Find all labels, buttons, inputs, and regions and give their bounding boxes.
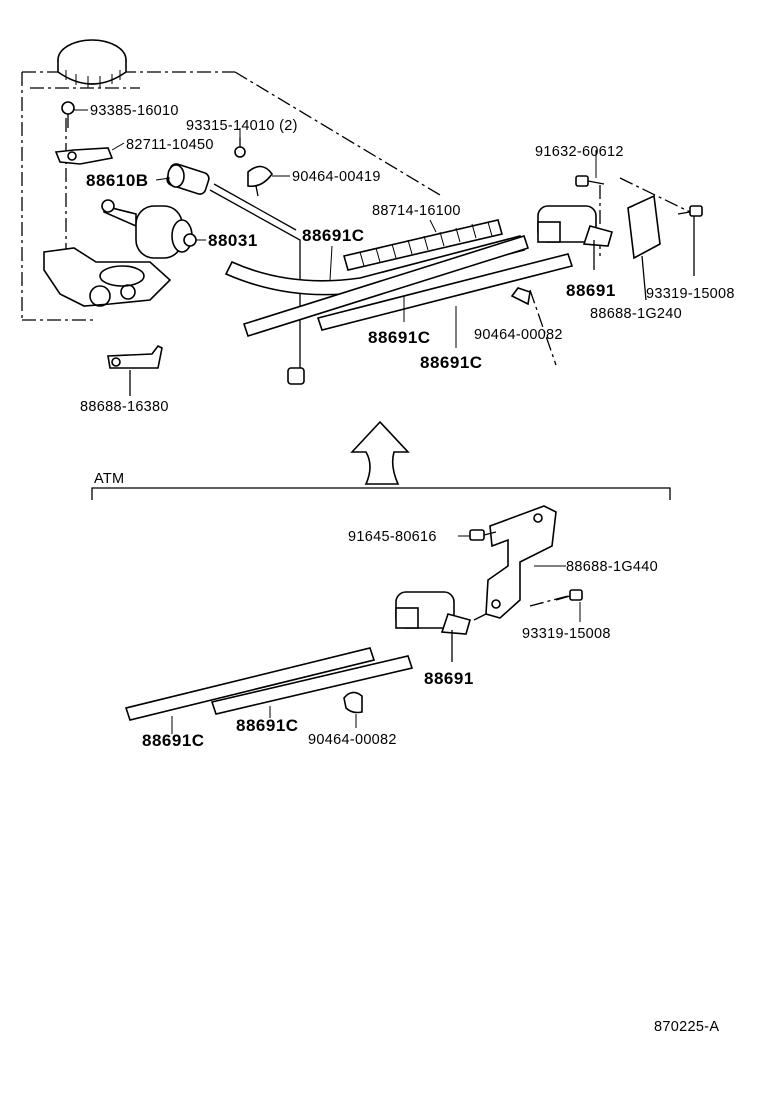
connector-88610b <box>166 163 305 385</box>
label-90464-00082-lower: 90464-00082 <box>308 732 397 748</box>
bolt-93319-upper <box>677 205 703 276</box>
label-88691c-a: 88691C <box>302 226 365 245</box>
bolt-91632 <box>575 175 605 187</box>
label-88714-16100: 88714-16100 <box>372 203 461 219</box>
label-88688-16380: 88688-16380 <box>80 399 169 415</box>
reference-lines-lower <box>473 595 569 621</box>
vsv-88691-lower <box>395 591 471 662</box>
label-93315-14010: 93315-14010 (2) <box>186 118 298 134</box>
label-88688-1g440: 88688-1G440 <box>566 559 658 575</box>
vacuum-hoses-upper <box>224 219 574 337</box>
up-arrow <box>350 420 410 485</box>
label-93385-16010: 93385-16010 <box>90 103 179 119</box>
mounting-bracket-left <box>43 247 172 307</box>
bracket-88688-16380 <box>107 344 163 396</box>
screw-93385 <box>61 101 75 128</box>
leader-lines-upper <box>74 109 597 348</box>
reference-lines-upper <box>21 71 691 366</box>
vacuum-hoses-lower <box>124 647 414 721</box>
atm-bracket-line <box>91 487 671 500</box>
label-90464-00082: 90464-00082 <box>474 327 563 343</box>
label-93319-15008-lower: 93319-15008 <box>522 626 611 642</box>
label-88031: 88031 <box>208 231 258 250</box>
label-88691c-b: 88691C <box>368 328 431 347</box>
leader-lines-lower <box>171 535 581 734</box>
bracket-88688-1g240 <box>627 194 661 301</box>
section-label-atm: ATM <box>94 471 124 487</box>
label-88688-1g240: 88688-1G240 <box>590 306 682 322</box>
clamp-90464-00082-lower <box>343 691 363 714</box>
label-91645-80616: 91645-80616 <box>348 529 437 545</box>
bolt-91645-lower <box>469 529 497 541</box>
reservoir-cap <box>57 39 127 88</box>
label-88691c-c: 88691C <box>420 353 483 372</box>
label-88610b: 88610B <box>86 171 149 190</box>
label-91632-60612: 91632-60612 <box>535 144 624 160</box>
diagram-code: 870225-A <box>654 1019 719 1035</box>
label-88691c-lower-a: 88691C <box>142 731 205 750</box>
clamp-90464-00419 <box>247 165 273 197</box>
label-82711-10450: 82711-10450 <box>126 137 214 153</box>
clamp-90464-00082-upper <box>510 287 531 306</box>
bracket-88688-1g440 <box>485 505 557 619</box>
label-88691-lower: 88691 <box>424 669 474 688</box>
grommet-93315 <box>234 138 246 158</box>
label-93319-15008: 93319-15008 <box>646 286 735 302</box>
label-88691: 88691 <box>566 281 616 300</box>
label-90464-00419: 90464-00419 <box>292 169 381 185</box>
actuator-88031 <box>101 199 197 259</box>
label-88691c-lower-b: 88691C <box>236 716 299 735</box>
bracket-82711 <box>54 147 114 165</box>
vsv-88691-upper <box>537 205 613 270</box>
